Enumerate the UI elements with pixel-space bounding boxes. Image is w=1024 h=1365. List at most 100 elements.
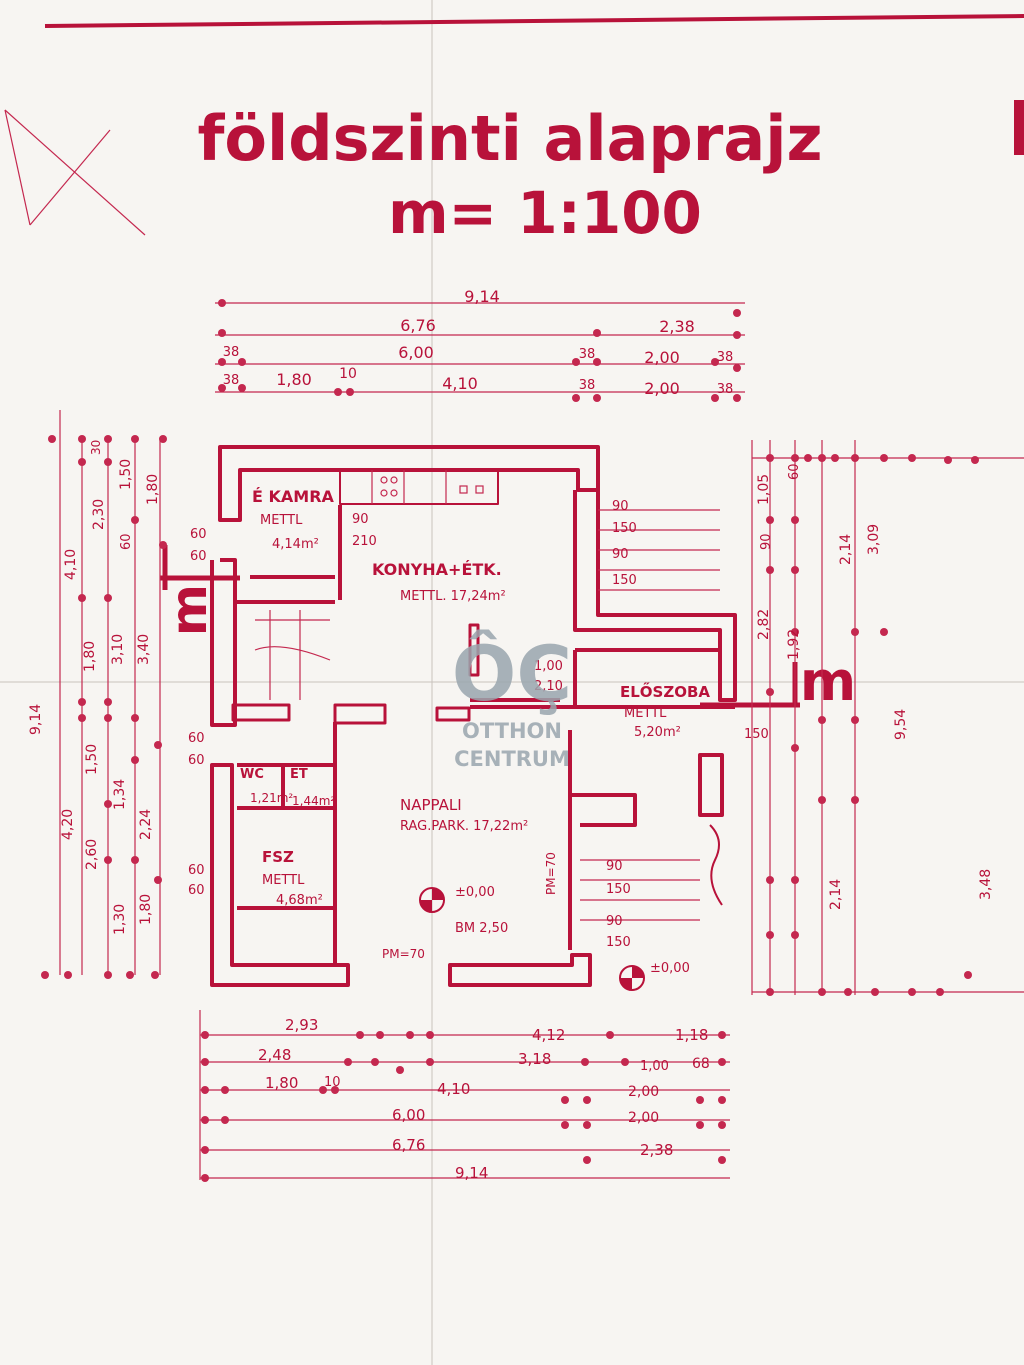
dim-int-90c: 90 bbox=[612, 547, 629, 562]
dim-left-j: 9,14 bbox=[28, 704, 44, 735]
dim-right-h: 9,54 bbox=[893, 709, 909, 740]
room-eloszoba-name: ELŐSZOBA bbox=[620, 681, 710, 701]
dim-int-60d: 60 bbox=[188, 753, 205, 768]
dim-left-i: 1,80 bbox=[82, 641, 98, 672]
bottom-dimension-chains bbox=[199, 1010, 730, 1182]
dim-int-150e: 150 bbox=[744, 727, 769, 742]
dim-top-h: 2,00 bbox=[644, 379, 680, 398]
dim-bottom-i: 6,00 bbox=[392, 1106, 425, 1124]
dim-left-q: 1,80 bbox=[138, 894, 154, 925]
dim-left-d: 1,80 bbox=[145, 474, 161, 505]
dim-right-j: 2,14 bbox=[828, 879, 844, 910]
dim-int-150d: 150 bbox=[606, 935, 631, 950]
room-nappali-name: NAPPALI bbox=[400, 796, 462, 814]
dim-top-w5: 38 bbox=[717, 350, 734, 365]
dim-top-w2: 38 bbox=[223, 373, 240, 388]
level-inner-value: ±0,00 bbox=[455, 885, 495, 900]
dim-top-w4: 38 bbox=[579, 378, 596, 393]
level-inner-height: BM 2,50 bbox=[455, 921, 508, 936]
left-dimension-chains bbox=[41, 410, 167, 979]
dim-left-f: 4,10 bbox=[63, 549, 79, 580]
dim-int-60e: 60 bbox=[188, 863, 205, 878]
dim-top-f: 10 bbox=[339, 366, 357, 382]
dim-left-m: 2,24 bbox=[138, 809, 154, 840]
dim-bottom-a: 2,93 bbox=[285, 1016, 318, 1034]
dim-top-w6: 38 bbox=[717, 382, 734, 397]
dim-int-90a: 90 bbox=[352, 512, 369, 527]
dim-left-o: 2,60 bbox=[84, 839, 100, 870]
room-wc-area: 1,21m² bbox=[250, 791, 293, 805]
dim-right-g: 1,92 bbox=[786, 629, 802, 660]
dim-top-w1: 38 bbox=[223, 345, 240, 360]
dim-bottom-d: 10 bbox=[324, 1075, 341, 1090]
dim-int-pm70a: PM=70 bbox=[382, 947, 425, 961]
dim-right-e: 3,09 bbox=[866, 524, 882, 555]
dim-bottom-e: 4,12 bbox=[532, 1026, 565, 1044]
room-et-name: ET bbox=[290, 767, 308, 782]
dim-left-n: 4,20 bbox=[60, 809, 76, 840]
corner-sketch bbox=[4, 109, 146, 236]
dim-int-60c: 60 bbox=[188, 731, 205, 746]
dim-top-c: 6,00 bbox=[398, 343, 434, 362]
dim-left-a: 30 bbox=[89, 440, 103, 455]
dim-left-p: 1,30 bbox=[112, 904, 128, 935]
dim-bottom-b: 2,48 bbox=[258, 1046, 291, 1064]
room-kamra-name: É KAMRA bbox=[252, 487, 335, 506]
svg-text:ÔÇ: ÔÇ bbox=[452, 628, 572, 718]
dim-int-90b: 90 bbox=[612, 499, 629, 514]
dim-bottom-m: 2,00 bbox=[628, 1084, 659, 1100]
dim-left-c: 1,50 bbox=[118, 459, 134, 490]
dim-int-150b: 150 bbox=[612, 573, 637, 588]
room-konyha-name: KONYHA+ÉTK. bbox=[372, 560, 502, 579]
dim-right-d: 2,14 bbox=[838, 534, 854, 565]
dim-top-d: 2,00 bbox=[644, 348, 680, 367]
dim-right-f: 2,82 bbox=[756, 609, 772, 640]
dim-bottom-f: 3,18 bbox=[518, 1050, 551, 1068]
room-fsz-floor: METTL bbox=[262, 873, 305, 888]
dim-int-60a: 60 bbox=[190, 527, 207, 542]
plan-scale: m= 1:100 bbox=[388, 179, 702, 247]
dim-top-g: 4,10 bbox=[442, 374, 478, 393]
walls bbox=[210, 445, 737, 987]
top-border-line bbox=[44, 14, 1024, 28]
plan-title: földszinti alaprajz bbox=[197, 102, 822, 175]
level-mark-outer bbox=[619, 965, 645, 991]
level-mark-inner bbox=[419, 887, 445, 913]
top-dimension-chains bbox=[215, 299, 745, 402]
dim-left-g: 3,10 bbox=[110, 634, 126, 665]
dim-bottom-j: 6,76 bbox=[392, 1136, 425, 1154]
dim-right-b: 60 bbox=[787, 463, 802, 480]
room-fsz-area: 4,68m² bbox=[276, 893, 323, 908]
right-dimension-chains bbox=[751, 440, 1024, 996]
dim-bottom-c: 1,80 bbox=[265, 1074, 298, 1092]
otthon-centrum-logo: ÔÇ OTTHON CENTRUM bbox=[452, 628, 572, 771]
dim-left-l: 1,34 bbox=[112, 779, 128, 810]
dim-bottom-l: 1,00 bbox=[640, 1059, 669, 1074]
dim-left-h: 3,40 bbox=[136, 634, 152, 665]
dim-top-a: 6,76 bbox=[400, 316, 436, 335]
dim-int-90d: 90 bbox=[606, 859, 623, 874]
dim-int-210b: 2,10 bbox=[534, 679, 563, 694]
room-et-area: 1,44m² bbox=[292, 794, 335, 808]
room-konyha-floor: METTL. 17,24m² bbox=[400, 589, 506, 604]
dim-bottom-o: 2,38 bbox=[640, 1141, 673, 1159]
dim-int-100: 1,00 bbox=[534, 659, 563, 674]
svg-text:CENTRUM: CENTRUM bbox=[454, 747, 570, 771]
svg-text:m: m bbox=[160, 584, 218, 636]
dim-int-150c: 150 bbox=[606, 882, 631, 897]
dim-right-a: 1,05 bbox=[756, 474, 772, 505]
dim-right-i: 3,48 bbox=[978, 869, 994, 900]
dim-int-210a: 210 bbox=[352, 534, 377, 549]
dim-right-c: 90 bbox=[759, 533, 774, 550]
dim-left-e: 60 bbox=[119, 533, 134, 550]
dim-int-150a: 150 bbox=[612, 521, 637, 536]
dim-bottom-k: 9,14 bbox=[455, 1164, 488, 1182]
svg-text:OTTHON: OTTHON bbox=[462, 719, 562, 743]
dim-top-b: 2,38 bbox=[659, 317, 695, 336]
room-kamra-area: 4,14m² bbox=[272, 537, 319, 552]
section-marker-left: m bbox=[160, 545, 240, 636]
dim-bottom-g: 1,18 bbox=[675, 1026, 708, 1044]
dim-int-60f: 60 bbox=[188, 883, 205, 898]
dim-int-90e: 90 bbox=[606, 914, 623, 929]
